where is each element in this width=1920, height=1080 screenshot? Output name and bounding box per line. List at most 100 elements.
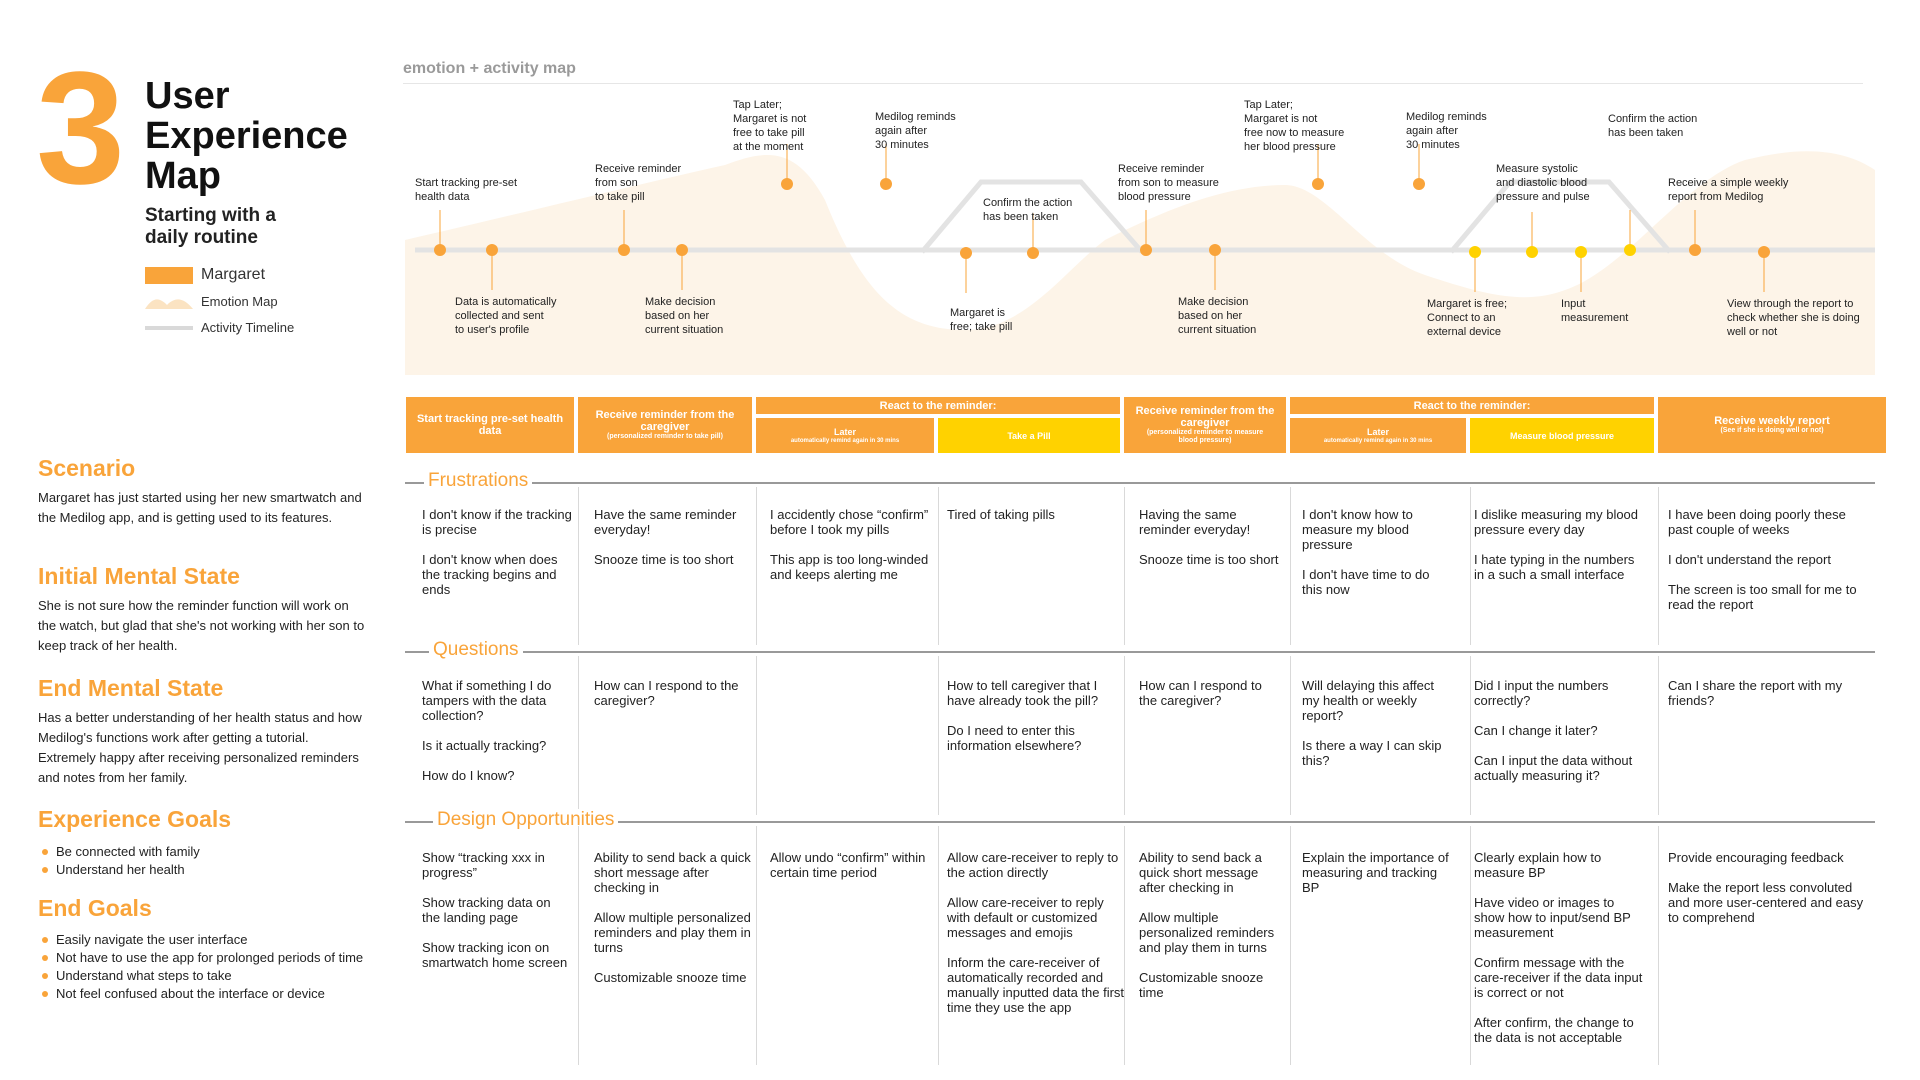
cell-text: How do I know? [422, 768, 515, 783]
stage: Receive reminder from the caregiver(pers… [1124, 397, 1286, 453]
emotion-point [676, 244, 688, 256]
experience-goals-heading: Experience Goals [38, 806, 232, 832]
cell-text: Allow undo “confirm” within certain time… [770, 850, 926, 880]
column-separator [1124, 487, 1125, 645]
cell-text: Can I input the data without actually me… [1474, 753, 1633, 783]
stage-group-header: React to the reminder: [756, 397, 1120, 414]
column-separator [1470, 826, 1471, 1065]
row-cell: I have been doing poorly these past coup… [1668, 507, 1868, 627]
stage-title: Receive reminder from the caregiver [1135, 405, 1275, 429]
cell-text: I don't have time to do this now [1302, 567, 1430, 597]
row-cell: Have the same reminder everyday! Snooze t… [594, 507, 754, 582]
cell-text: Ability to send back a quick short messa… [594, 850, 751, 895]
cell-text: I don't know when does the tracking begi… [422, 552, 558, 597]
end-state-text: Has a better understanding of her health… [38, 710, 362, 785]
cell-text: Snooze time is too short [1139, 552, 1279, 567]
initial-state-heading: Initial Mental State [38, 563, 240, 589]
row-cell: I accidently chose “confirm” before I to… [770, 507, 930, 597]
emotion-points [434, 144, 1770, 293]
legend-emotion: Emotion Map [145, 294, 278, 309]
timeline-label: Medilog reminds again after 30 minutes [1406, 111, 1487, 151]
stage-sub-title: Later [833, 426, 856, 437]
cell-text: Having the same reminder everyday! [1139, 507, 1251, 537]
scenario-text: Margaret has just started using her new … [38, 490, 362, 525]
emotion-point [1209, 244, 1221, 256]
row-cell: I dislike measuring my blood pressure ev… [1474, 507, 1644, 597]
cell-text: Ability to send back a quick short messa… [1139, 850, 1262, 895]
timeline-label: Make decision based on her current situa… [645, 296, 724, 336]
timeline-label: Input measurement [1561, 298, 1629, 324]
row-cell: Allow care-receiver to reply to the acti… [947, 850, 1127, 1030]
row-heading: Questions [429, 639, 523, 661]
legend-emotion-label: Emotion Map [201, 294, 278, 309]
cell-text: I don't know if the tracking is precise [422, 507, 572, 537]
row-cell: Show “tracking xxx in progress”Show trac… [422, 850, 572, 985]
row-divider [405, 821, 1875, 823]
cell-text: Have video or images to show how to inpu… [1474, 895, 1631, 940]
cell-text: Do I need to enter this information else… [947, 723, 1082, 753]
title-line: Experience [145, 115, 348, 157]
column-separator [756, 656, 757, 815]
timeline-swatch [145, 325, 193, 330]
timeline-label: Confirm the action has been taken [1608, 113, 1698, 139]
emotion-point [1624, 244, 1636, 256]
row-heading: Frustrations [424, 470, 533, 492]
cell-text: I accidently chose “confirm” before I to… [770, 507, 929, 537]
subtitle-line: Starting with a [145, 205, 276, 226]
emotion-point [781, 178, 793, 190]
cell-text: I hate typing in the numbers in a such a… [1474, 552, 1635, 582]
stage-note: (See if she is doing well or not) [1720, 427, 1824, 434]
cell-text: How to tell caregiver that I have alread… [947, 678, 1099, 708]
column-separator [1124, 656, 1125, 815]
column-separator [756, 487, 757, 645]
experience-goals-list: Be connected with family Understand her … [38, 843, 200, 879]
column-separator [1658, 487, 1659, 645]
cell-text: Snooze time is too short [594, 552, 734, 567]
row-cell: Explain the importance of measuring and … [1302, 850, 1452, 910]
column-separator [938, 656, 939, 815]
timeline-label: Data is automatically collected and sent… [455, 296, 557, 336]
emotion-point [1027, 247, 1039, 259]
stage-title: Receive weekly report [1714, 415, 1830, 427]
cell-text: I have been doing poorly these past coup… [1668, 507, 1846, 537]
timeline-label: Tap Later; Margaret is not free to take … [733, 99, 807, 153]
legend-persona-label: Margaret [201, 266, 266, 283]
cell-text: Tired of taking pills [947, 507, 1055, 522]
stage: Start tracking pre-set health data [406, 397, 574, 453]
column-separator [756, 826, 757, 1065]
column-separator [938, 487, 939, 645]
column-separator [1124, 826, 1125, 1065]
stage-sub-title: Measure blood pressure [1509, 430, 1615, 441]
row-cell: Allow undo “confirm” within certain time… [770, 850, 930, 895]
cell-text: How can I respond to the caregiver? [1139, 678, 1262, 708]
cell-text: Provide encouraging feedback [1668, 850, 1844, 865]
stage-sub: Take a Pill [938, 418, 1120, 453]
stage-sub-note: automatically remind again in 30 mins [1323, 437, 1433, 444]
stage-group-header: React to the reminder: [1290, 397, 1654, 414]
cell-text: I don't understand the report [1668, 552, 1831, 567]
column-separator [578, 826, 579, 1065]
end-goals-list: Easily navigate the user interface Not h… [38, 931, 363, 1003]
column-separator [1290, 826, 1291, 1065]
cell-text: I don't know how to measure my blood pre… [1302, 507, 1413, 552]
cell-text: Customizable snooze time [594, 970, 747, 985]
column-separator [1470, 487, 1471, 645]
column-separator [1658, 656, 1659, 815]
timeline-label: Margaret is free; take pill [950, 307, 1013, 333]
cell-text: How can I respond to the caregiver? [594, 678, 739, 708]
cell-text: Inform the care-receiver of automaticall… [947, 955, 1125, 1015]
column-separator [578, 656, 579, 815]
emotion-map-title: emotion + activity map [403, 60, 576, 77]
scenario-heading: Scenario [38, 455, 136, 481]
legend-persona: Margaret [145, 266, 265, 284]
cell-text: Have the same reminder everyday! [594, 507, 737, 537]
cell-text: Allow care-receiver to reply with defaul… [947, 895, 1104, 940]
timeline-label: Margaret is free; Connect to an external… [1427, 298, 1508, 338]
timeline-label: Make decision based on her current situa… [1178, 296, 1257, 336]
stage: Receive reminder from the caregiver(pers… [578, 397, 752, 453]
cell-text: Confirm message with the care-receiver i… [1474, 955, 1643, 1000]
title-line: Map [145, 155, 221, 197]
list-item: Easily navigate the user interface [38, 931, 363, 949]
